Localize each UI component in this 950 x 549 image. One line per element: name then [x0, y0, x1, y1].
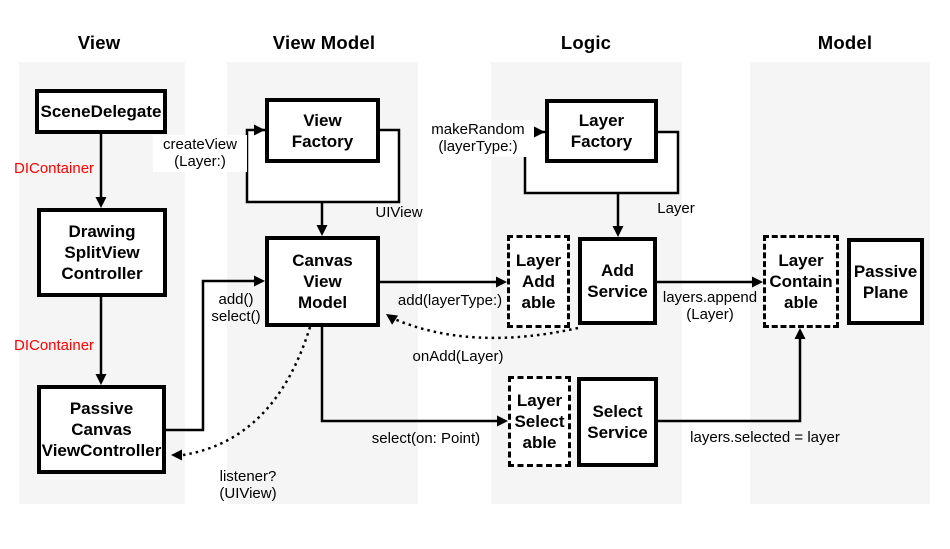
column-header-model: Model: [817, 32, 873, 53]
node-drawing-split-view-controller: Drawing SplitView Controller: [37, 208, 167, 297]
column-header-view-model: View Model: [272, 32, 376, 53]
arrowhead-layeraddable: [496, 276, 507, 288]
arrowhead-containable-bottom: [794, 328, 806, 339]
edge-canvasvm-to-selectable: [320, 327, 498, 423]
arrowhead-containable-left: [752, 276, 763, 288]
edge-label-listener: listener?(UIView): [219, 468, 277, 502]
node-view-factory: View Factory: [265, 98, 380, 163]
edge-passivevc-to-canvasvm: [166, 279, 255, 432]
edge-label-layers-selected: layers.selected = layer: [690, 429, 840, 446]
edge-label-select-on-point: select(on: Point): [371, 430, 481, 447]
node-layer-selectable-protocol: Layer Select able: [508, 376, 571, 467]
edge-label-on-add: onAdd(Layer): [412, 348, 504, 365]
node-layer-containable-protocol: Layer Contain able: [763, 235, 839, 328]
node-scene-delegate: SceneDelegate: [35, 89, 167, 134]
edge-listener-callback: [182, 326, 312, 457]
column-header-logic: Logic: [560, 32, 612, 53]
arrowhead-listener: [171, 449, 182, 461]
arrowhead-addservice-top: [612, 226, 624, 237]
node-layer-addable-protocol: Layer Add able: [507, 235, 570, 328]
node-add-service: Add Service: [578, 237, 657, 325]
edge-label-create-view: createView (Layer:): [153, 135, 247, 172]
arrowhead-passivevc: [95, 374, 107, 385]
arrowhead-into-layer-factory: [534, 126, 545, 138]
node-select-service: Select Service: [577, 377, 658, 467]
di-container-label-bottom: DIContainer: [14, 337, 95, 354]
arrowhead-canvasvm-top: [316, 225, 328, 236]
arrowhead-into-view-factory: [254, 124, 265, 136]
edge-label-add-select: add() select(): [211, 291, 261, 325]
column-header-view: View: [77, 32, 121, 53]
edge-onadd-callback: [391, 316, 579, 340]
edge-label-add-layer-type: add(layerType:): [397, 292, 503, 309]
node-canvas-view-model: Canvas View Model: [265, 236, 380, 327]
edge-label-uiview: UIView: [375, 204, 423, 221]
node-layer-factory: Layer Factory: [545, 99, 658, 163]
arrowhead-canvasvm-left: [254, 275, 265, 287]
arrowhead-drawing: [95, 197, 107, 208]
edge-label-layers-append: layers.append (Layer): [662, 289, 758, 323]
arrowhead-onadd: [386, 314, 399, 325]
node-passive-plane: Passive Plane: [847, 238, 924, 325]
edge-selectservice-to-containable: [658, 338, 802, 423]
arrowhead-selectable: [497, 415, 508, 427]
di-container-label-top: DIContainer: [14, 160, 95, 177]
node-passive-canvas-view-controller: Passive Canvas ViewController: [37, 385, 166, 474]
edge-label-layer: Layer: [657, 200, 695, 217]
edge-label-make-random: makeRandom (layerType:): [422, 120, 534, 157]
